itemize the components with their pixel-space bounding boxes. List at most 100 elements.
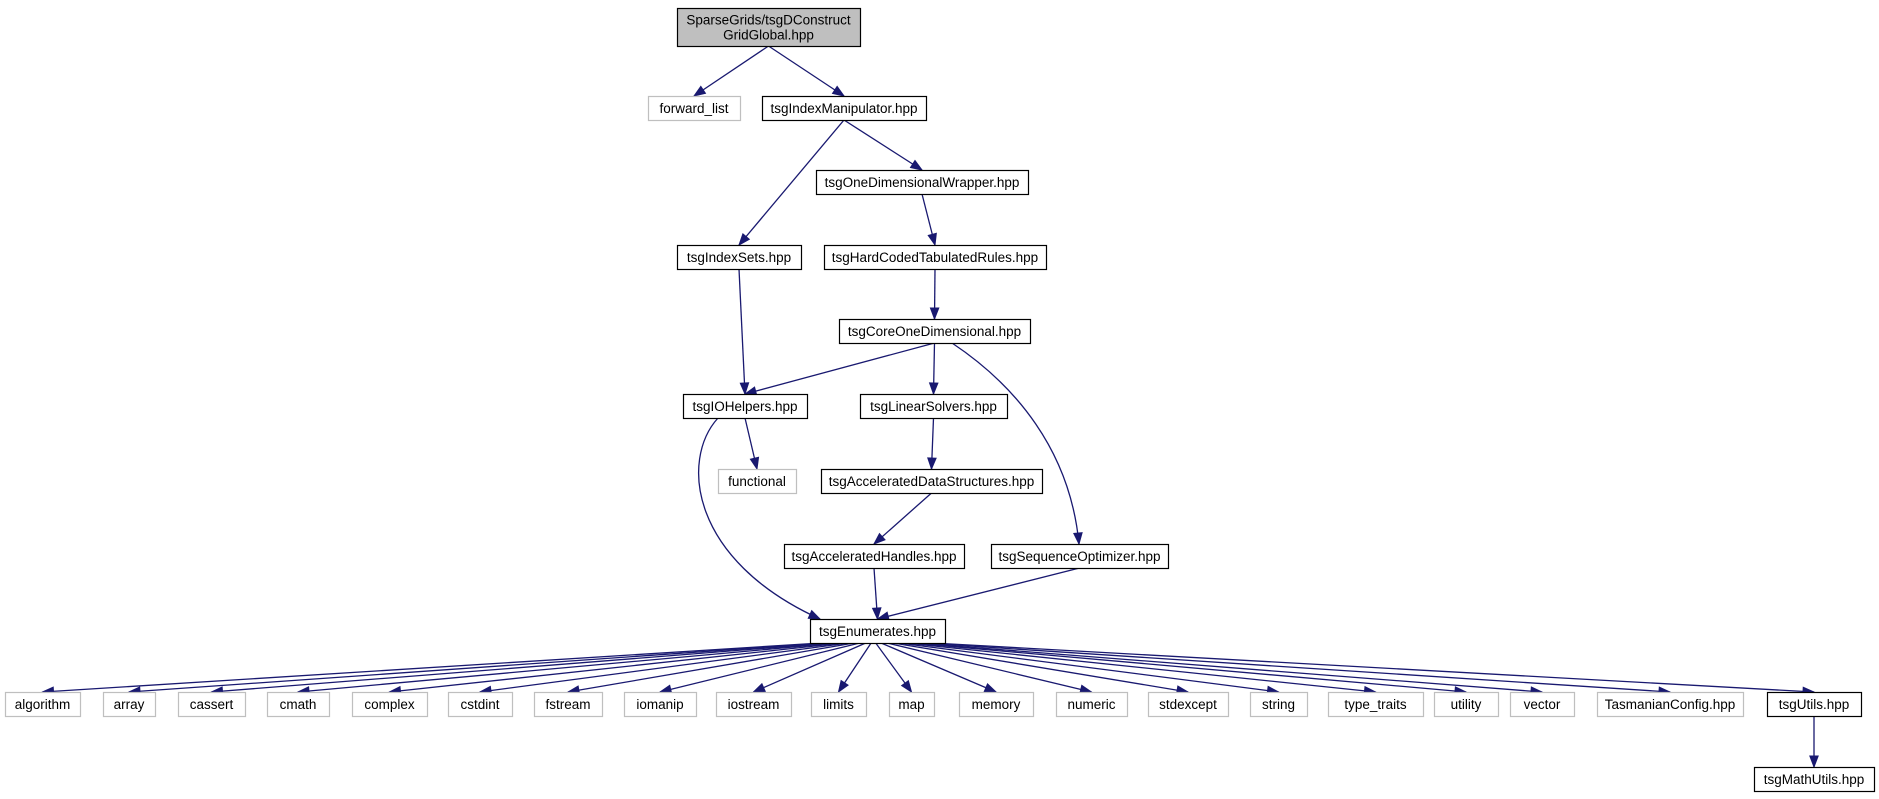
edge-line xyxy=(898,642,1279,693)
node-numeric: numeric xyxy=(1055,691,1129,718)
node-stdexcept: stdexcept xyxy=(1147,691,1230,718)
node-cassert: cassert xyxy=(177,691,247,718)
node-tsgIOHelpers[interactable]: tsgIOHelpers.hpp xyxy=(682,393,809,420)
edge-arrowhead xyxy=(929,307,940,321)
edge-arrowhead xyxy=(739,382,750,396)
node-box xyxy=(809,618,947,645)
node-iomanip: iomanip xyxy=(623,691,698,718)
edge-line xyxy=(753,642,866,693)
edge-arrowhead xyxy=(807,609,822,620)
node-cmath: cmath xyxy=(266,691,331,718)
edge-arrowhead xyxy=(871,607,882,621)
node-label: GridGlobal.hpp xyxy=(723,28,814,43)
node-box xyxy=(1509,691,1576,718)
edge-tsgEnumerates-to-string xyxy=(898,642,1280,696)
node-label: tsgUtils.hpp xyxy=(1779,697,1850,712)
node-box xyxy=(682,393,809,420)
node-box xyxy=(676,7,862,48)
edge-tsgCoreOneDimensional-to-tsgIOHelpers xyxy=(743,342,935,396)
node-label: tsgIndexSets.hpp xyxy=(687,250,791,265)
node-tsgUtils[interactable]: tsgUtils.hpp xyxy=(1766,691,1863,718)
node-tsgAcceleratedDataStructures[interactable]: tsgAcceleratedDataStructures.hpp xyxy=(820,468,1044,495)
edge-arrowhead xyxy=(927,232,937,247)
edge-arrowhead xyxy=(900,679,913,694)
node-label: type_traits xyxy=(1344,697,1407,712)
node-utility: utility xyxy=(1433,691,1500,718)
edge-tsgHardCodedTabulatedRules-to-tsgCoreOneDimensional xyxy=(929,268,940,321)
edge-line xyxy=(479,642,849,693)
node-limits: limits xyxy=(810,691,868,718)
edge-line xyxy=(886,642,1092,693)
edge-tsgIndexManipulator-to-tsgIndexSets xyxy=(738,119,845,247)
node-label: iostream xyxy=(728,697,780,712)
edge-arrowhead xyxy=(909,159,924,171)
node-tsgCoreOneDimensional[interactable]: tsgCoreOneDimensional.hpp xyxy=(838,318,1032,345)
node-label: tsgIOHelpers.hpp xyxy=(692,399,797,414)
node-box xyxy=(715,691,793,718)
node-box xyxy=(1766,691,1863,718)
edge-line xyxy=(698,417,821,620)
edge-line xyxy=(297,642,837,693)
edge-line xyxy=(389,642,843,693)
edge-line xyxy=(910,642,1467,693)
node-box xyxy=(1596,691,1745,718)
node-iostream: iostream xyxy=(715,691,793,718)
edge-tsgEnumerates-to-type_traits xyxy=(905,642,1377,696)
edge-tsgEnumerates-to-TasmanianConfig xyxy=(923,642,1672,697)
edge-line xyxy=(877,567,1080,620)
edge-line xyxy=(693,45,769,97)
node-label: string xyxy=(1262,697,1295,712)
node-label: cmath xyxy=(280,697,317,712)
node-tsgIndexSets[interactable]: tsgIndexSets.hpp xyxy=(676,244,803,271)
node-label: SparseGrids/tsgDConstruct xyxy=(686,13,851,28)
edge-tsgIOHelpers-to-tsgEnumerates xyxy=(698,417,822,620)
edge-line xyxy=(738,119,845,246)
node-box xyxy=(266,691,331,718)
edge-arrowhead xyxy=(872,532,886,545)
node-cstdint: cstdint xyxy=(447,691,514,718)
node-box xyxy=(783,543,966,570)
edge-arrowhead xyxy=(837,679,849,694)
node-tsgHardCodedTabulatedRules[interactable]: tsgHardCodedTabulatedRules.hpp xyxy=(823,244,1048,271)
edge-arrowhead xyxy=(1809,755,1819,769)
node-forward_list: forward_list xyxy=(647,95,742,122)
node-box xyxy=(676,244,803,271)
node-tsgLinearSolvers[interactable]: tsgLinearSolvers.hpp xyxy=(859,393,1009,420)
node-label: tsgIndexManipulator.hpp xyxy=(770,101,917,116)
node-label: functional xyxy=(728,474,786,489)
edge-line xyxy=(951,342,1080,545)
node-box xyxy=(351,691,429,718)
node-tsgIndexManipulator[interactable]: tsgIndexManipulator.hpp xyxy=(761,95,928,122)
edge-line xyxy=(567,642,855,693)
node-box xyxy=(810,691,868,718)
node-label: tsgHardCodedTabulatedRules.hpp xyxy=(832,250,1038,265)
edge-arrowhead xyxy=(928,382,939,396)
node-tsgAcceleratedHandles[interactable]: tsgAcceleratedHandles.hpp xyxy=(783,543,966,570)
node-label: cassert xyxy=(190,697,234,712)
edge-line xyxy=(211,642,832,693)
node-tsgSequenceOptimizer[interactable]: tsgSequenceOptimizer.hpp xyxy=(990,543,1170,570)
node-fstream: fstream xyxy=(533,691,604,718)
edge-line xyxy=(880,642,997,693)
edges-layer xyxy=(41,45,1819,769)
node-tsgOneDimensionalWrapper[interactable]: tsgOneDimensionalWrapper.hpp xyxy=(815,169,1030,196)
edge-arrowhead xyxy=(927,457,937,471)
node-label: utility xyxy=(1451,697,1482,712)
edge-line xyxy=(659,642,860,693)
node-box xyxy=(990,543,1170,570)
edge-tsgOneDimensionalWrapper-to-tsgHardCodedTabulatedRules xyxy=(921,193,937,247)
edge-line xyxy=(873,492,932,545)
node-label: array xyxy=(114,697,145,712)
node-tsgMathUtils[interactable]: tsgMathUtils.hpp xyxy=(1753,766,1876,793)
node-tsgEnumerates[interactable]: tsgEnumerates.hpp xyxy=(809,618,947,645)
node-box xyxy=(1147,691,1230,718)
edge-tsgCoreOneDimensional-to-tsgSequenceOptimizer xyxy=(951,342,1083,546)
node-string: string xyxy=(1249,691,1309,718)
node-type_traits: type_traits xyxy=(1327,691,1425,718)
node-label: map xyxy=(898,697,924,712)
node-memory: memory xyxy=(958,691,1035,718)
node-box xyxy=(958,691,1035,718)
